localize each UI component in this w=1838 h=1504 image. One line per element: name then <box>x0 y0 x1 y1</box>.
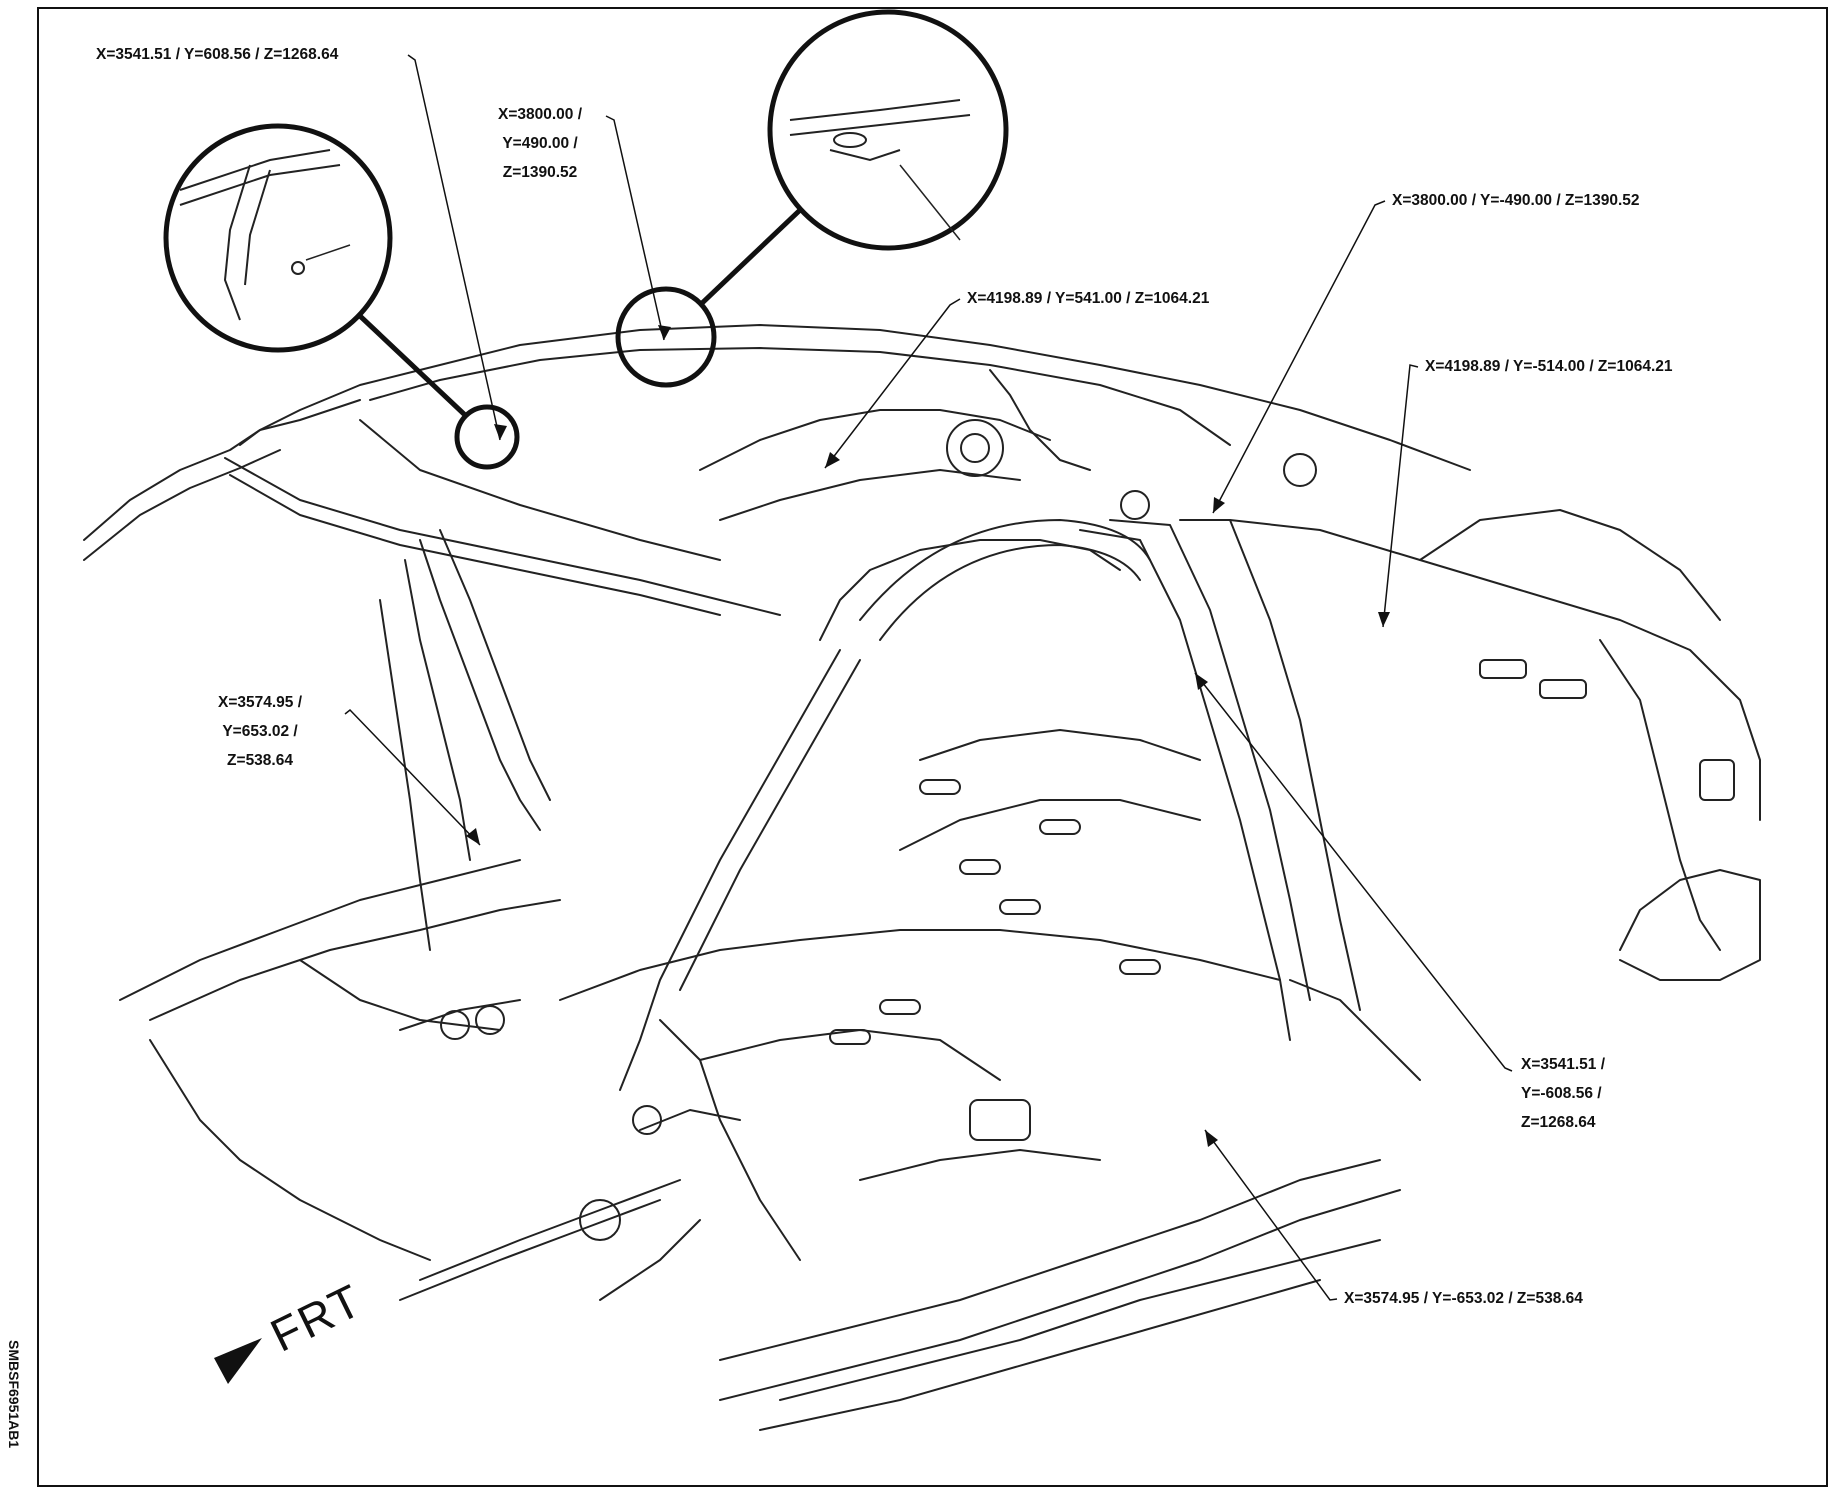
label-e: X=4198.89 / Y=-514.00 / Z=1064.21 <box>1425 358 1673 375</box>
leader-e <box>1382 364 1419 628</box>
figure-reference-number: SMBSF6951AB1 <box>6 1340 22 1449</box>
label-f: X=3574.95 / Y=653.02 / Z=538.64 <box>218 694 303 769</box>
leader-a <box>407 54 501 441</box>
detail-circle-right <box>767 9 1009 251</box>
detail-circle-left <box>163 123 393 353</box>
label-g: X=3541.51 / Y=-608.56 / Z=1268.64 <box>1521 1056 1606 1131</box>
detail-circle-small-right <box>615 286 717 388</box>
front-arrow-icon <box>214 1338 262 1384</box>
vehicle-body-drawing <box>83 324 1761 1431</box>
leader-lines <box>344 54 1513 1301</box>
leader-f <box>344 708 481 846</box>
label-a: X=3541.51 / Y=608.56 / Z=1268.64 <box>96 46 339 63</box>
detail-content <box>179 99 971 321</box>
detail-zoom-circles <box>163 9 1009 470</box>
leader-d <box>824 298 961 469</box>
leader-arrowheads <box>466 325 1390 1147</box>
label-d: X=4198.89 / Y=541.00 / Z=1064.21 <box>967 290 1210 307</box>
leader-c <box>1212 200 1386 514</box>
label-h: X=3574.95 / Y=-653.02 / Z=538.64 <box>1344 1290 1583 1307</box>
leader-b <box>605 115 665 341</box>
diagram-border <box>37 7 1828 1487</box>
leader-h <box>1204 1129 1338 1301</box>
label-c: X=3800.00 / Y=-490.00 / Z=1390.52 <box>1392 192 1640 209</box>
label-b: X=3800.00 / Y=490.00 / Z=1390.52 <box>498 106 583 181</box>
leader-g <box>1194 672 1513 1072</box>
detail-connector-right <box>698 208 802 307</box>
detail-connector-left <box>358 314 467 417</box>
detail-circle-small-left <box>454 404 520 470</box>
